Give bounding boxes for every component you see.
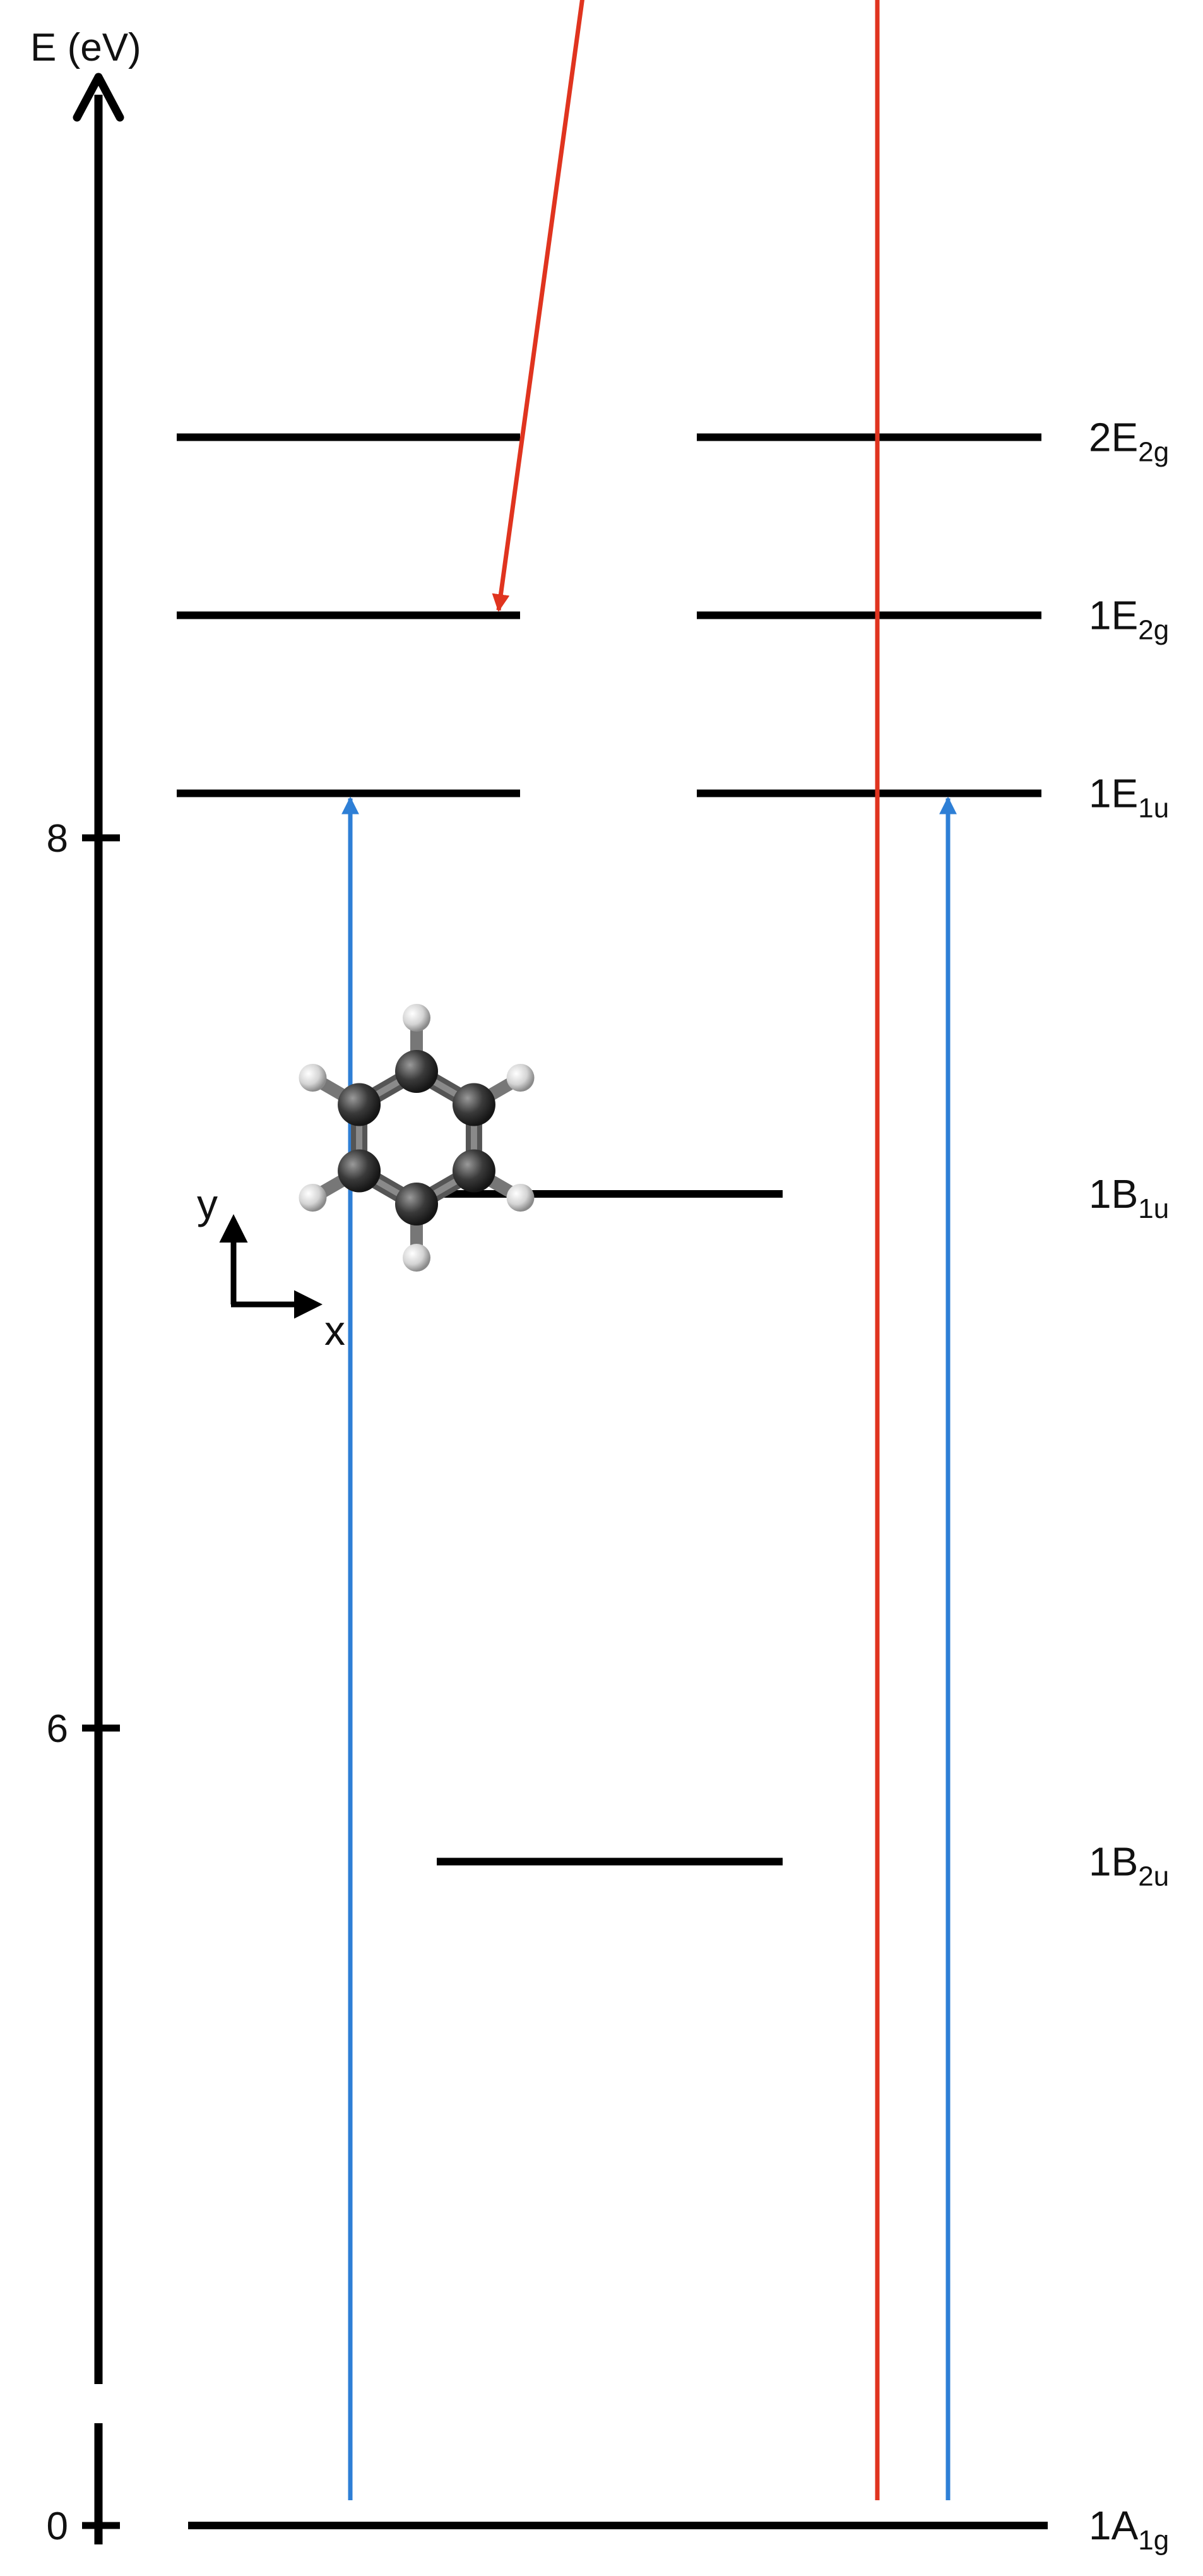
axis-tick-label-0: 0 bbox=[47, 2505, 68, 2548]
transition-arrows bbox=[341, 0, 957, 2500]
energy-axis: E (eV) 068101214 bbox=[30, 26, 141, 2548]
carbon-atom bbox=[338, 1149, 381, 1193]
level-label-1E2g: 1E2g bbox=[1089, 593, 1169, 646]
carbon-atom bbox=[452, 1083, 495, 1126]
carbon-atom bbox=[452, 1149, 495, 1193]
level-label-1B1u: 1B1u bbox=[1089, 1171, 1169, 1224]
hydrogen-atom bbox=[403, 1004, 430, 1032]
axis-ticks: 068101214 bbox=[47, 817, 120, 2548]
axis-tick-label-6: 6 bbox=[47, 1707, 68, 1751]
xy-coordinate-icon: y x bbox=[197, 1181, 345, 1354]
carbon-atom bbox=[395, 1183, 438, 1225]
y-axis-label: y bbox=[197, 1181, 218, 1227]
hydrogen-atom bbox=[506, 1184, 535, 1212]
energy-levels: 1A1g1B2u1B1u1E1u1E2g2E2g2A1g2B1u1A2g3A1g… bbox=[177, 415, 1169, 2556]
transition-arrow-2E1u-to-1E2g-cross bbox=[492, 0, 584, 612]
hydrogen-atom bbox=[403, 1244, 430, 1272]
x-axis-label: x bbox=[324, 1307, 345, 1354]
axis-tick-label-8: 8 bbox=[47, 817, 68, 861]
axis-title: E (eV) bbox=[30, 26, 141, 69]
level-label-1E1u: 1E1u bbox=[1089, 771, 1169, 824]
carbon-atom bbox=[395, 1050, 438, 1093]
axis-arrowhead bbox=[73, 73, 124, 122]
hydrogen-atom bbox=[299, 1184, 327, 1212]
level-label-2E2g: 2E2g bbox=[1089, 415, 1169, 468]
level-label-1A1g: 1A1g bbox=[1089, 2503, 1169, 2556]
level-label-1B2u: 1B2u bbox=[1089, 1839, 1169, 1892]
hydrogen-atom bbox=[506, 1064, 535, 1092]
benzene-molecule-icon bbox=[299, 1004, 535, 1272]
carbon-atom bbox=[338, 1083, 381, 1126]
hydrogen-atom bbox=[299, 1064, 327, 1092]
